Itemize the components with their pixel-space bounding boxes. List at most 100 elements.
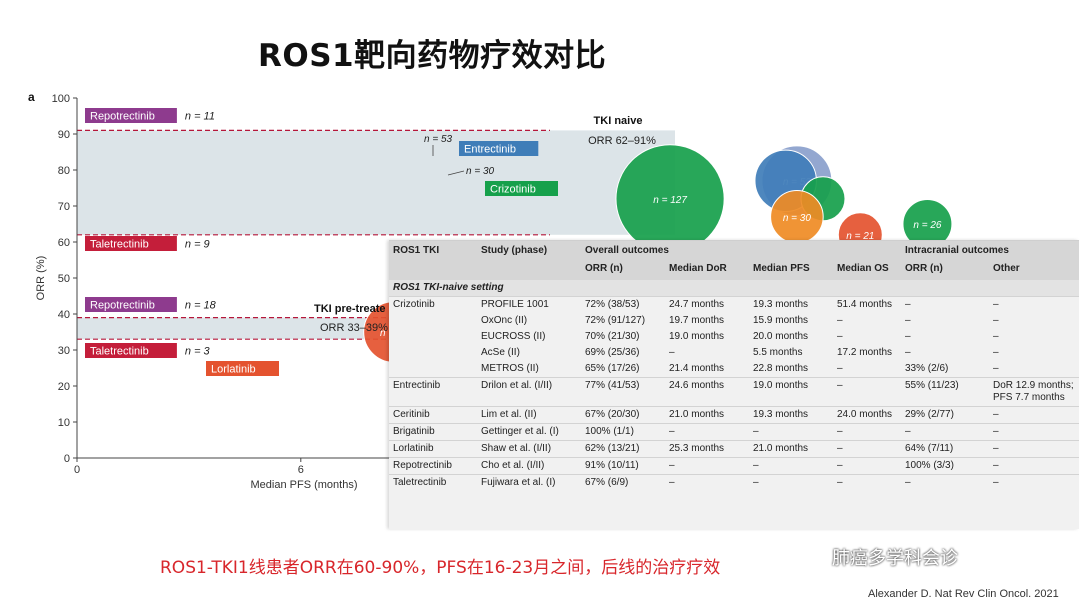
cell-pfs: 21.0 months	[749, 440, 833, 458]
cell-tki: Entrectinib	[389, 377, 477, 407]
panel-letter: a	[28, 90, 35, 104]
cell-ic-orr: 33% (2/6)	[905, 363, 949, 374]
header-intracranial: Intracranial outcomes	[901, 241, 1079, 261]
cell-os: –	[837, 331, 843, 342]
drug-tag	[485, 181, 558, 196]
drug-tag-label: Entrectinib	[464, 144, 516, 156]
cell-ic-orr: –	[901, 296, 989, 313]
outcomes-table-panel: ROS1 TKI Study (phase) Overall outcomes …	[389, 240, 1079, 529]
y-tick-label: 70	[58, 201, 70, 213]
band-tki-naive	[77, 130, 675, 235]
drug-tag-label: Lorlatinib	[211, 364, 256, 376]
cell-tki: Ceritinib	[389, 406, 477, 424]
cell-os: –	[833, 457, 901, 475]
cell-other: –	[989, 296, 1079, 313]
bubble-label: n = 30	[783, 213, 812, 224]
section-label: ROS1 TKI-naive setting	[389, 280, 1079, 297]
cell-os: 51.4 months	[833, 296, 901, 313]
drug-tag-label: Taletrectinib	[90, 346, 149, 358]
cell-pfs: –	[749, 457, 833, 475]
cell-study: AcSe (II)	[481, 347, 520, 358]
drug-tag-label: Crizotinib	[490, 184, 536, 196]
cell-os: –	[833, 377, 901, 407]
cell-os: –	[833, 474, 901, 491]
n53-top-label: n = 53	[424, 134, 453, 145]
y-tick-label: 10	[58, 417, 70, 429]
cell-tki: Lorlatinib	[389, 440, 477, 458]
cell-study: METROS (II)	[481, 363, 539, 374]
drug-tag-label: Taletrectinib	[90, 239, 149, 251]
cell-other: –	[989, 440, 1079, 458]
cell-other: DoR 12.9 months; PFS 7.7 months	[989, 377, 1079, 407]
bubble-label: n = 21	[846, 231, 874, 242]
cell-dor: –	[665, 474, 749, 491]
x-tick-label: 6	[298, 464, 304, 476]
cell-os: –	[833, 423, 901, 441]
cell-dor: 24.7 months	[665, 296, 749, 313]
cell-orr: 100% (1/1)	[581, 423, 665, 441]
cell-tki: Crizotinib	[389, 296, 477, 313]
y-axis-title: ORR (%)	[35, 256, 47, 301]
header-orr: ORR (n)	[581, 261, 665, 280]
drug-tag-n: n = 11	[185, 111, 215, 123]
cell-os: 17.2 months	[837, 347, 893, 358]
cell-study: Fujiwara et al. (I)	[477, 474, 581, 491]
bubble-label: n = 26	[913, 220, 942, 231]
cell-os: –	[837, 315, 843, 326]
cell-dor: 19.7 months	[669, 315, 725, 326]
header-dor: Median DoR	[665, 261, 749, 280]
cell-study: Shaw et al. (I/II)	[477, 440, 581, 458]
cell-pfs: 19.3 months	[749, 296, 833, 313]
bubble-label: n = 127	[653, 195, 687, 206]
x-tick-label: 0	[74, 464, 80, 476]
drug-tag-label: Repotrectinib	[90, 300, 155, 312]
watermark-text: 肺癌多学科会诊	[832, 548, 958, 569]
drug-tag	[85, 108, 177, 123]
wechat-icon	[806, 547, 828, 564]
cell-pfs: –	[749, 423, 833, 441]
cell-ic-orr: –	[905, 331, 911, 342]
y-tick-label: 90	[58, 129, 70, 141]
cell-dor: –	[665, 457, 749, 475]
cell-pfs: 22.8 months	[753, 363, 809, 374]
cell-study: OxOnc (II)	[481, 315, 528, 326]
cell-other: –	[993, 315, 999, 326]
header-os: Median OS	[833, 261, 901, 280]
slide-title: ROS1靶向药物疗效对比	[258, 38, 607, 74]
cell-ic-orr: 100% (3/3)	[901, 457, 989, 475]
cell-orr: 67% (20/30)	[581, 406, 665, 424]
cell-orr: 69% (25/36)	[585, 347, 640, 358]
cell-study: Cho et al. (I/II)	[477, 457, 581, 475]
cell-study: EUCROSS (II)	[481, 331, 546, 342]
cell-ic-orr: 55% (11/23)	[901, 377, 989, 407]
header-other: Other	[989, 261, 1079, 280]
cell-orr: 67% (6/9)	[581, 474, 665, 491]
cell-orr: 72% (91/127)	[585, 315, 646, 326]
cell-os: –	[837, 363, 843, 374]
leader-line	[447, 170, 465, 176]
header-overall: Overall outcomes	[581, 241, 901, 261]
drug-tag	[85, 343, 177, 358]
cell-dor: 24.6 months	[665, 377, 749, 407]
cell-os: 24.0 months	[833, 406, 901, 424]
cell-other: –	[989, 406, 1079, 424]
cell-os: –	[833, 440, 901, 458]
cell-other: –	[993, 347, 999, 358]
band-tki-pretreated	[77, 317, 407, 340]
cell-tki	[389, 329, 477, 345]
y-tick-label: 60	[58, 237, 70, 249]
cell-orr: 77% (41/53)	[581, 377, 665, 407]
cell-other: –	[989, 457, 1079, 475]
cell-study: Gettinger et al. (I)	[477, 423, 581, 441]
cell-ic-orr: –	[905, 315, 911, 326]
x-axis-title: Median PFS (months)	[251, 479, 358, 491]
header-tki: ROS1 TKI	[389, 241, 477, 261]
